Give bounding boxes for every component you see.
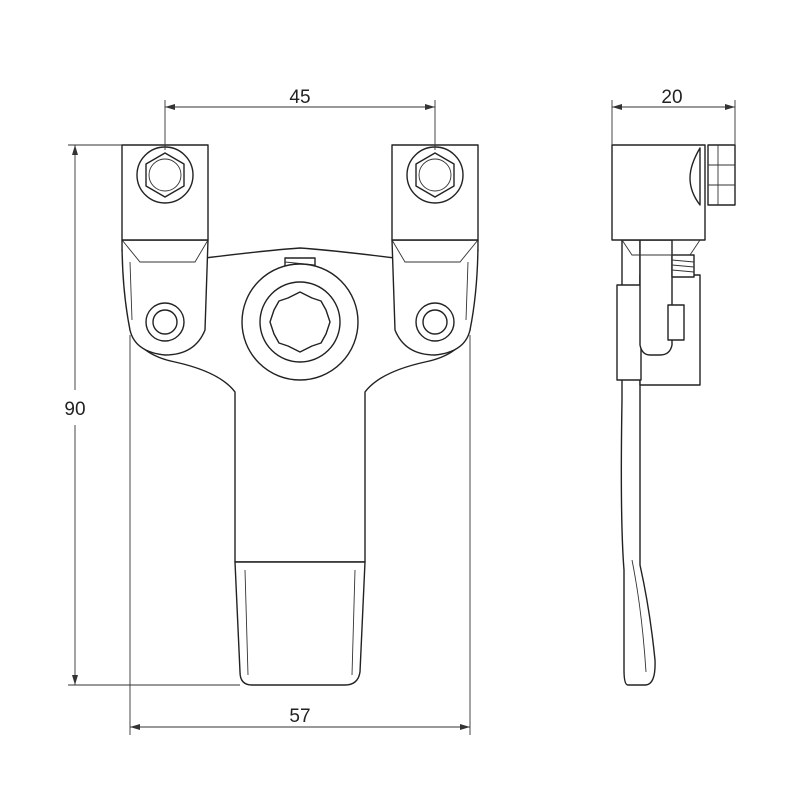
- handle-grip: [234, 561, 366, 686]
- side-view: [611, 144, 736, 686]
- dimension-20: 20: [611, 87, 736, 145]
- dimension-90: 90: [64, 144, 240, 686]
- dimension-label-45: 45: [289, 87, 310, 108]
- side-bolt-head: [689, 144, 736, 206]
- left-arm: [121, 239, 209, 356]
- left-hole: [145, 302, 185, 342]
- left-hex-screw: [136, 146, 194, 204]
- side-arm: [639, 239, 673, 356]
- right-arm: [391, 239, 479, 356]
- dimension-45: 45: [164, 87, 436, 150]
- side-clamp-block: [611, 144, 706, 241]
- dimension-label-90: 90: [64, 399, 85, 420]
- dimension-label-20: 20: [661, 87, 682, 108]
- dimension-label-57: 57: [289, 706, 310, 727]
- side-set-screw: [671, 254, 695, 278]
- right-hole: [415, 302, 455, 342]
- dimension-57: 57: [129, 335, 471, 735]
- right-hex-screw: [406, 146, 464, 204]
- front-view: [121, 144, 479, 686]
- spindle-hub: [241, 263, 359, 381]
